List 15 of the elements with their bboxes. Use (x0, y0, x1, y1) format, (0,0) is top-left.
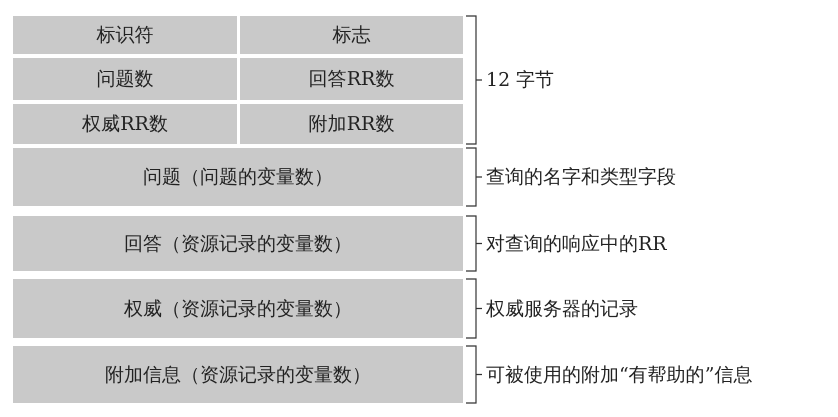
field-cell: 问题数 (13, 58, 237, 100)
field-cell: 回答RR数 (240, 58, 463, 100)
field-cell: 附加RR数 (240, 104, 463, 144)
field-cell: 标识符 (13, 16, 237, 54)
annotation: 可被使用的附加“有帮助的”信息 (486, 364, 752, 386)
field-cell: 权威（资源记录的变量数） (13, 279, 463, 338)
field-cell: 问题（问题的变量数） (13, 148, 463, 206)
annotation: 12 字节 (486, 69, 554, 91)
field-cell: 附加信息（资源记录的变量数） (13, 346, 463, 403)
annotation: 对查询的响应中的RR (486, 232, 667, 254)
annotation: 权威服务器的记录 (486, 298, 638, 320)
field-cell: 标志 (240, 16, 463, 54)
field-cell: 回答（资源记录的变量数） (13, 216, 463, 271)
field-cell: 权威RR数 (13, 104, 237, 144)
annotation: 查询的名字和类型字段 (486, 166, 676, 188)
